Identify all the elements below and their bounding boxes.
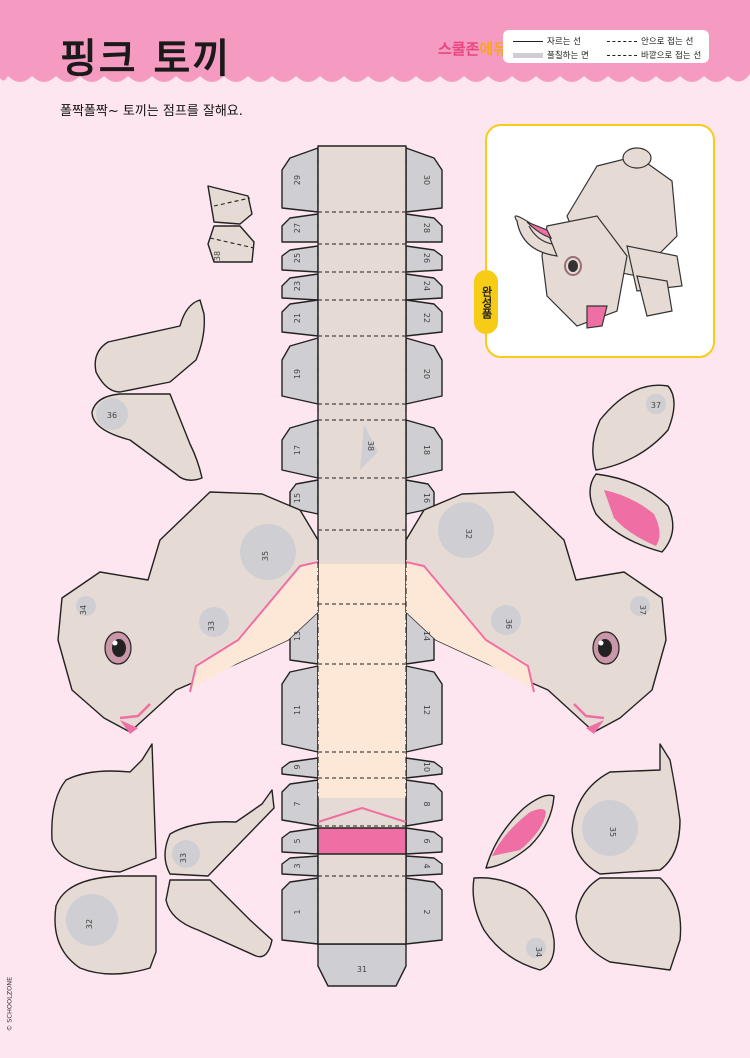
center-glue-mark xyxy=(360,424,378,470)
legend-cut-label: 자르는 선 xyxy=(547,37,581,47)
tab-label-left-13: 13 xyxy=(293,631,302,641)
logo-text: 스쿨존 xyxy=(438,40,480,58)
finished-tag-label: 완성품 xyxy=(480,285,493,319)
left-glue-tabs xyxy=(281,147,319,945)
small-piece-38 xyxy=(207,225,255,263)
tab-label-left-19: 19 xyxy=(293,369,302,379)
tab-label-left-7: 7 xyxy=(293,801,302,806)
part-markers xyxy=(66,394,666,958)
tab-number-labels: 2927252321191715131197531302826242220181… xyxy=(293,175,431,915)
label-37: 37 xyxy=(638,605,647,615)
part-circle-36 xyxy=(491,605,521,635)
finished-preview-box xyxy=(485,124,715,358)
legend-fold-out-label: 바깥으로 접는 선 xyxy=(641,51,702,61)
tab-label-right-20: 20 xyxy=(422,369,431,379)
label-34b: 34 xyxy=(534,947,543,957)
label-38: 38 xyxy=(213,251,222,261)
tab-label-left-1: 1 xyxy=(293,909,302,914)
page-title: 핑크 토끼 xyxy=(60,36,232,82)
tab-label-left-5: 5 xyxy=(293,838,302,843)
label-33: 33 xyxy=(207,621,216,631)
small-piece-top xyxy=(207,185,253,225)
part-circle-34b xyxy=(526,938,546,958)
legend-fold-out: 바깥으로 접는 선 xyxy=(607,49,701,61)
back-leg-left-lower xyxy=(165,879,273,958)
part-circle-33 xyxy=(199,607,229,637)
label-34: 34 xyxy=(79,605,88,615)
eye-right-icon xyxy=(592,631,620,665)
tab-label-right-28: 28 xyxy=(422,223,431,233)
bottom-tab-number: 31 xyxy=(357,965,367,974)
tab-label-left-11: 11 xyxy=(293,705,302,715)
tab-label-right-26: 26 xyxy=(422,253,431,263)
part-circle-37b xyxy=(646,394,666,414)
center-mark-number: 38 xyxy=(366,441,375,451)
finished-tag: 완성품 xyxy=(474,270,498,334)
page-subtitle: 폴짝폴짝~ 토끼는 점프를 잘해요. xyxy=(60,104,243,119)
tab-label-left-29: 29 xyxy=(293,175,302,185)
tab-label-left-15: 15 xyxy=(293,493,302,503)
front-leg-left xyxy=(94,299,206,393)
tab-label-right-2: 2 xyxy=(422,909,431,914)
tab-label-left-27: 27 xyxy=(293,223,302,233)
tab-label-right-14: 14 xyxy=(422,631,431,641)
label-33b: 33 xyxy=(179,853,188,863)
copyright-text: © SCHOOLZONE xyxy=(5,976,14,1032)
tab-label-right-4: 4 xyxy=(422,863,431,868)
part-circle-33b xyxy=(172,840,200,868)
part-circle-35 xyxy=(240,524,296,580)
line-legend: 자르는 선 안으로 접는 선 풀칠하는 면 바깥으로 접는 선 xyxy=(503,30,709,63)
part-circle-35b xyxy=(582,800,638,856)
legend-fold-in: 안으로 접는 선 xyxy=(607,35,693,47)
tab-label-left-9: 9 xyxy=(293,764,302,769)
label-37b: 37 xyxy=(651,401,661,410)
logo-edu-text: 에듀 xyxy=(479,40,508,58)
hind-leg-right-lower xyxy=(575,877,682,971)
belly-panel xyxy=(318,564,406,798)
label-35: 35 xyxy=(261,551,270,561)
label-36b: 36 xyxy=(107,411,117,420)
legend-cut: 자르는 선 xyxy=(513,35,581,47)
hind-leg-left-upper xyxy=(51,743,157,873)
part-circle-34 xyxy=(76,596,96,616)
tab-label-left-25: 25 xyxy=(293,253,302,263)
legend-fold-in-label: 안으로 접는 선 xyxy=(641,37,694,47)
tab-label-right-10: 10 xyxy=(422,762,431,772)
tab-label-right-6: 6 xyxy=(422,838,431,843)
eye-left-icon xyxy=(104,631,132,665)
fold-in-line-icon xyxy=(607,40,637,42)
tab-label-right-30: 30 xyxy=(422,175,431,185)
tab-label-left-17: 17 xyxy=(293,445,302,455)
glue-area-icon xyxy=(513,52,543,58)
body-strip xyxy=(317,145,407,945)
tab-label-right-12: 12 xyxy=(422,705,431,715)
tab-label-right-8: 8 xyxy=(422,801,431,806)
tab-label-right-18: 18 xyxy=(422,445,431,455)
bunny-model-icon xyxy=(514,147,683,329)
tab-label-right-22: 22 xyxy=(422,313,431,323)
tab-label-right-24: 24 xyxy=(422,281,431,291)
label-35b: 35 xyxy=(608,827,617,837)
label-36: 36 xyxy=(504,619,513,629)
part-circle-37 xyxy=(630,596,650,616)
part-circle-32 xyxy=(438,502,494,558)
legend-glue-label: 풀칠하는 면 xyxy=(547,51,589,61)
label-32: 32 xyxy=(464,529,473,539)
part-circle-32b xyxy=(66,894,118,946)
tab-label-right-16: 16 xyxy=(422,493,431,503)
tab-label-left-3: 3 xyxy=(293,863,302,868)
part-circle-36b xyxy=(96,398,128,430)
legend-glue: 풀칠하는 면 xyxy=(513,49,589,61)
pink-band xyxy=(317,827,407,855)
label-32b: 32 xyxy=(85,919,94,929)
tab-label-left-23: 23 xyxy=(293,281,302,291)
brand-logo: 스쿨존에듀 xyxy=(438,38,507,59)
cut-line-icon xyxy=(513,40,543,42)
fold-out-line-icon xyxy=(607,54,637,56)
tab-label-left-21: 21 xyxy=(293,313,302,323)
